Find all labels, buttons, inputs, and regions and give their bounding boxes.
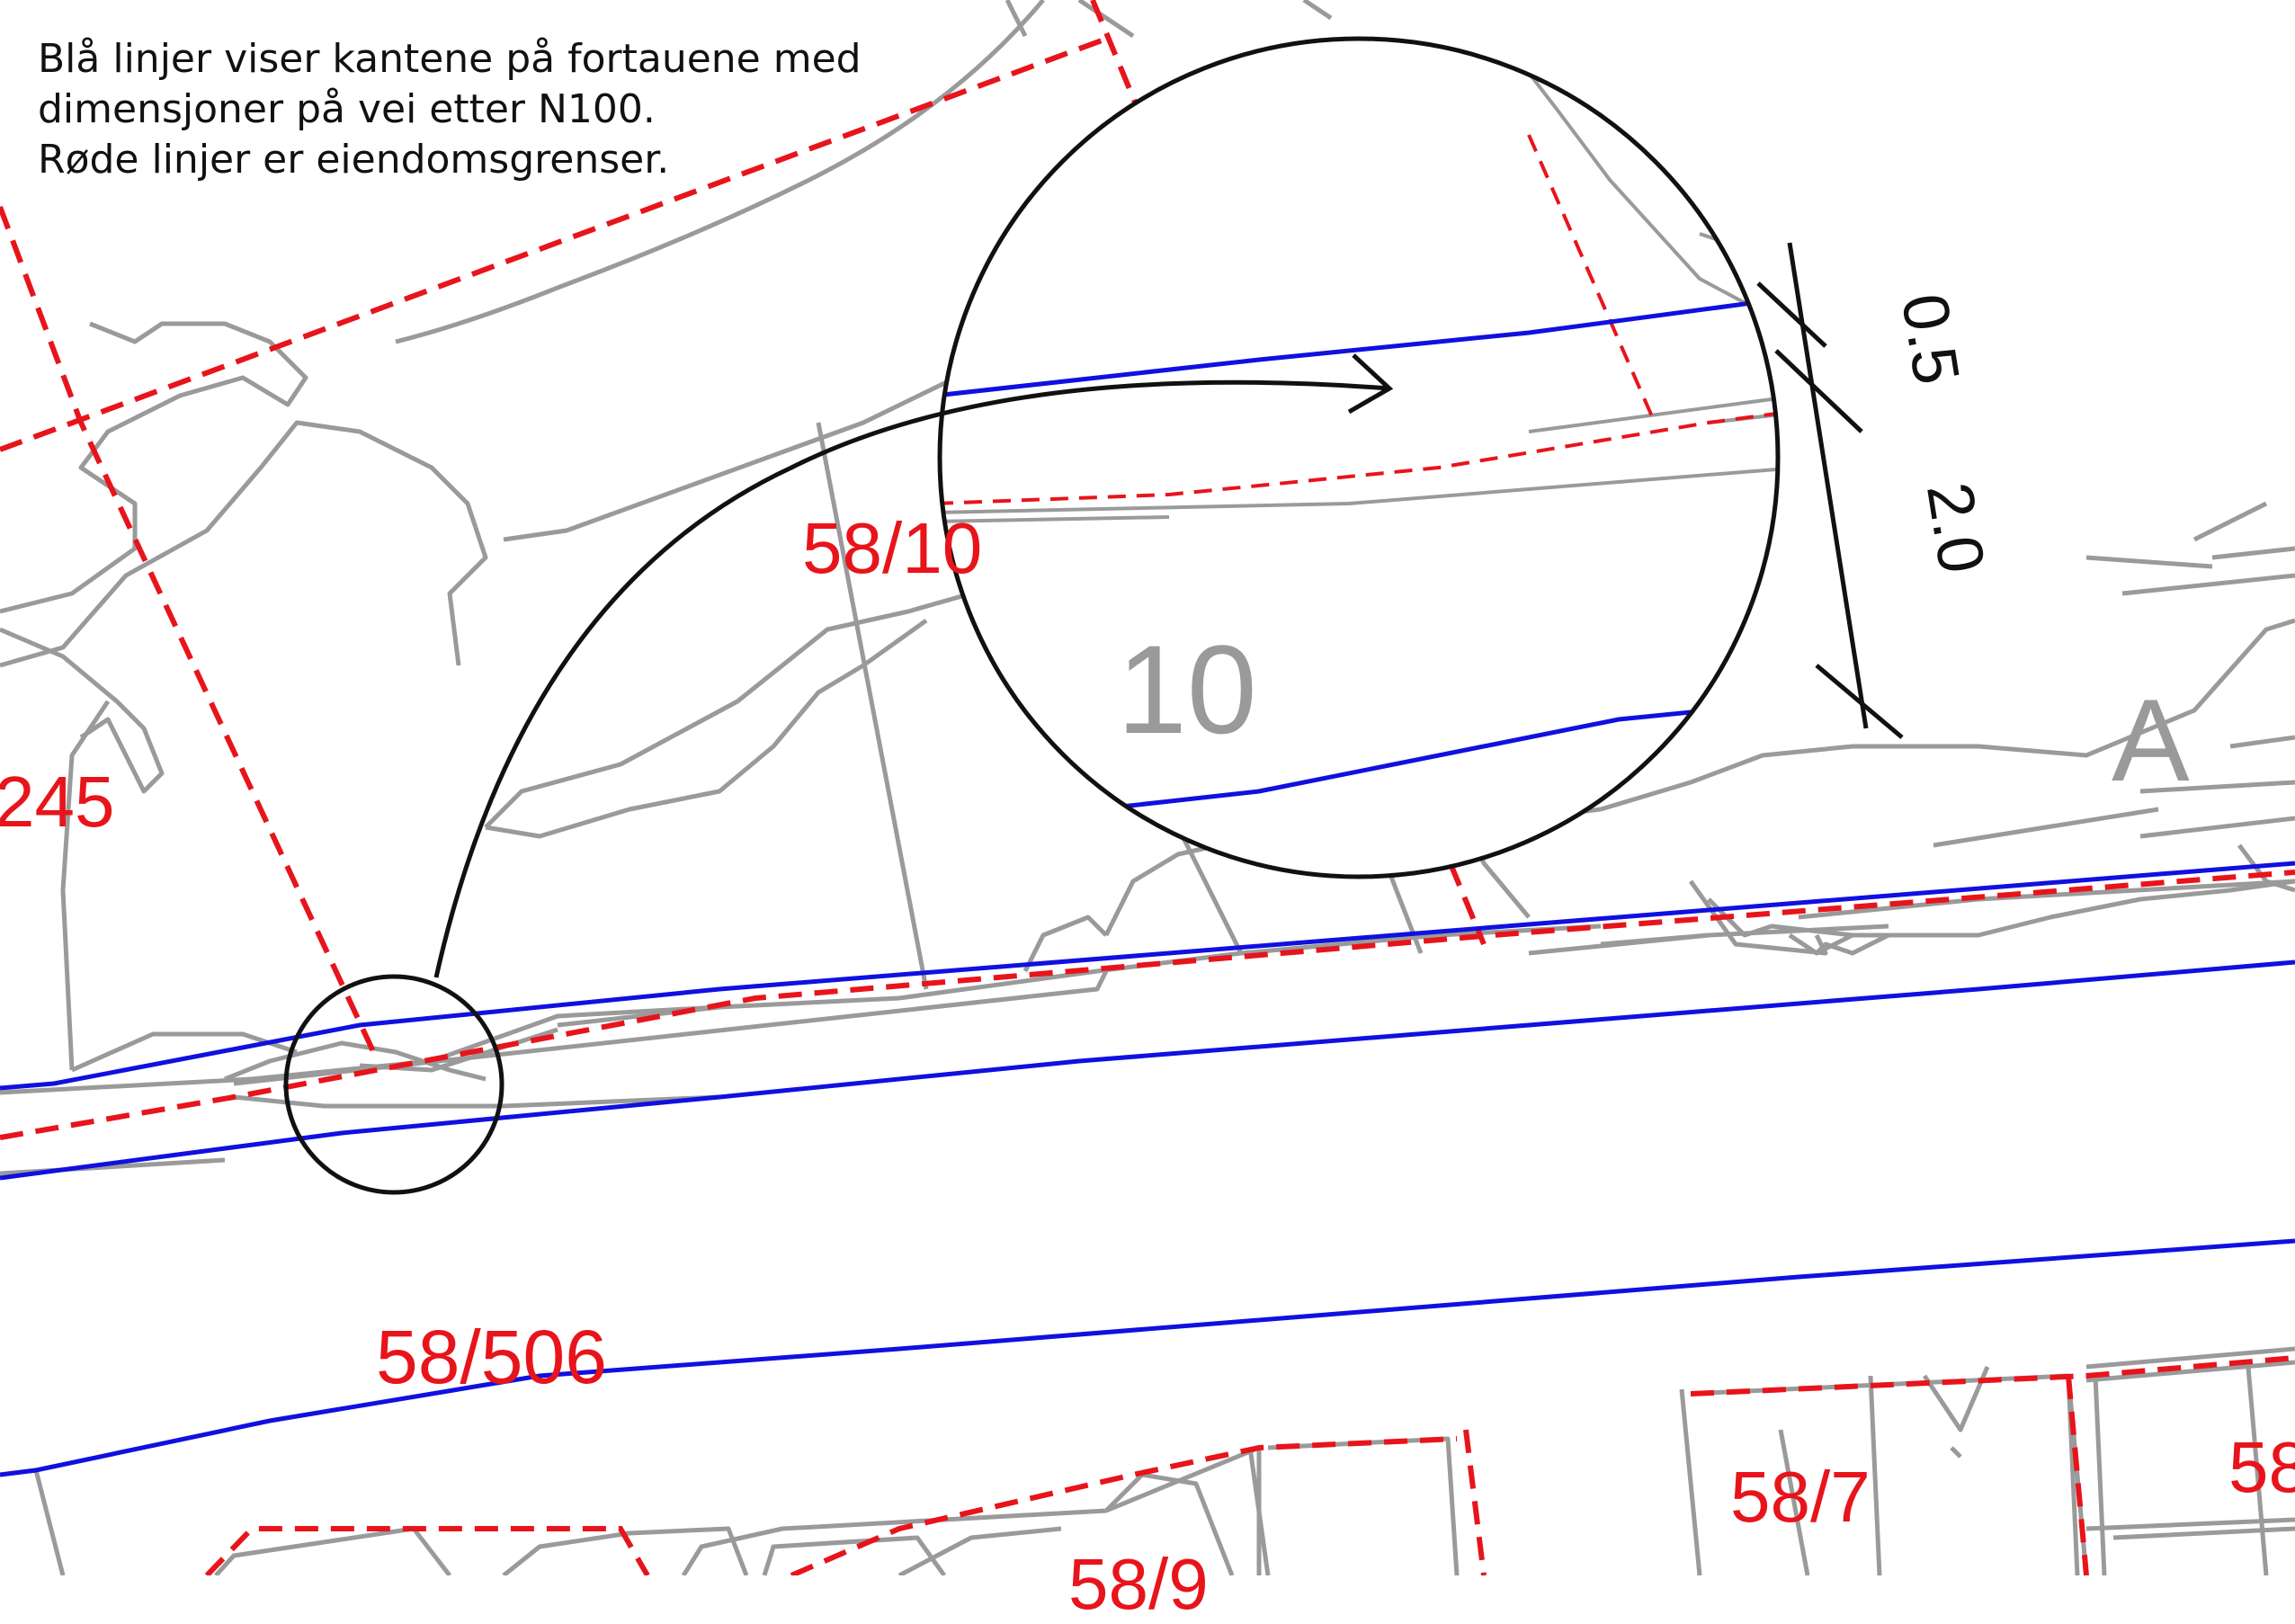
legend-line-1: Blå linjer viser kantene på fortauene me… <box>38 36 862 82</box>
legend-line-3: Røde linjer er eiendomsgrenser. <box>38 137 670 183</box>
map-canvas <box>0 0 2295 1575</box>
house-number-10: 10 <box>1117 619 1257 760</box>
sidewalk-edges <box>0 861 2295 1477</box>
legend-line-2: dimensjoner på vei etter N100. <box>38 86 656 132</box>
parcel-label-58: 58 <box>2228 1427 2295 1507</box>
parcel-label-58-9: 58/9 <box>1068 1544 1209 1624</box>
legend-note: Blå linjer viser kantene på fortauene me… <box>38 34 862 185</box>
dimension-label-0-5: 0.5 <box>1887 289 1973 389</box>
detail-callout <box>283 353 1394 1195</box>
parcel-label-58-10: 58/10 <box>802 508 983 588</box>
parcel-label-58-506: 58/506 <box>376 1315 607 1399</box>
dimension-label-2-0: 2.0 <box>1912 477 1998 578</box>
detail-inset <box>937 36 1904 879</box>
parcel-label-245: 245 <box>0 762 115 842</box>
parcel-label-58-7: 58/7 <box>1730 1457 1871 1537</box>
house-number-a: A <box>2112 674 2190 806</box>
